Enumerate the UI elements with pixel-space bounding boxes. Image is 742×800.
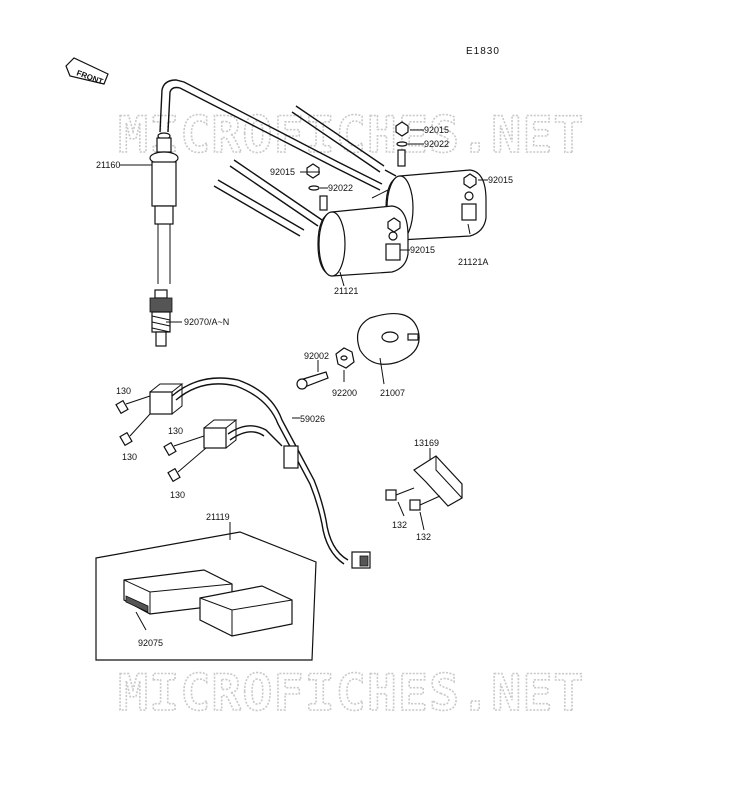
watermark-bottom: MICROFICHES.NET [118,664,585,722]
part-label: 92200 [332,388,357,398]
part-label: 92002 [304,351,329,361]
part-label: 130 [170,490,185,500]
part-label: 92015 [270,167,295,177]
part-label: 132 [392,520,407,530]
part-label: 130 [116,386,131,396]
part-label: 132 [416,532,431,542]
part-label: 92070/A~N [184,317,229,327]
part-label: 92015 [424,125,449,135]
part-label: 92022 [424,139,449,149]
part-label: 21007 [380,388,405,398]
part-label: 130 [168,426,183,436]
part-label: 92015 [410,245,435,255]
part-label: 92075 [138,638,163,648]
diagram-code: E1830 [466,46,500,57]
front-arrow-icon: FRONT [65,57,109,86]
igniter-assembly [95,522,317,661]
part-label: 21160 [96,160,120,170]
spark-plug-cap [149,79,383,284]
part-label: 92022 [328,183,353,193]
leader-lines-top [120,129,488,323]
part-label: 13169 [414,438,439,448]
ignition-coil-front [213,159,409,277]
part-label: 21121 [334,286,358,296]
wiring-harness [149,377,371,569]
part-labels: 92015 92022 21160 92015 92022 92015 9201… [96,125,513,648]
part-label: 21119 [206,512,230,522]
spark-plug [149,289,173,347]
screws-130 [115,395,207,483]
part-label: 130 [122,452,137,462]
part-label: 21121A [458,257,488,267]
coil-hardware [306,121,477,233]
watermark-top: MICROFICHES.NET [118,106,585,164]
part-label: 59026 [300,414,325,424]
pickup-rotor [296,312,420,390]
part-label: 92015 [488,175,513,185]
bracket [385,448,463,531]
